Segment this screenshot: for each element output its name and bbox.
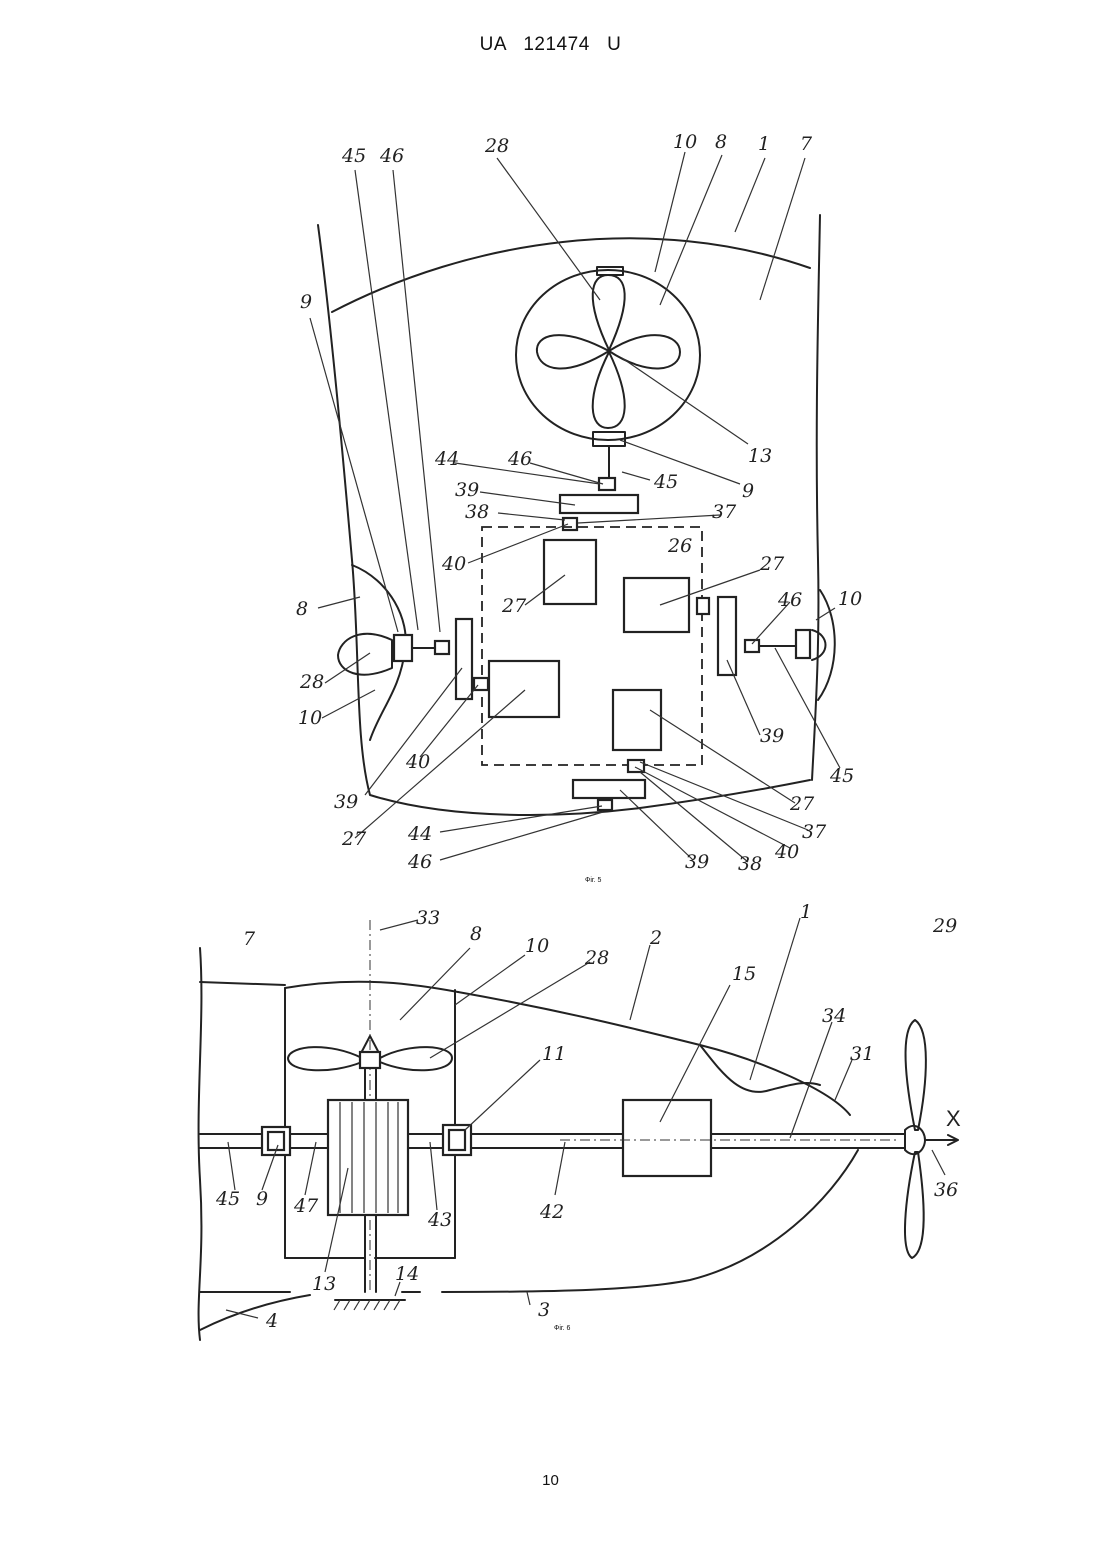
label-28: 28 (484, 135, 509, 157)
label-3: 3 (538, 1299, 550, 1321)
label-10: 10 (525, 935, 549, 957)
figure-6-caption: Фіг. 6 (554, 1325, 570, 1332)
label-45: 45 (829, 765, 854, 787)
label-9: 9 (300, 291, 312, 313)
figure-5-caption: Фіг. 5 (585, 877, 601, 884)
label-13: 13 (312, 1273, 336, 1295)
label-39: 39 (685, 851, 709, 873)
label-40: 40 (774, 841, 799, 863)
label-27: 27 (759, 553, 785, 575)
label-46: 46 (407, 851, 432, 873)
label-10: 10 (838, 588, 862, 610)
label-40: 40 (441, 553, 466, 575)
label-7: 7 (243, 928, 256, 950)
label-28: 28 (299, 671, 324, 693)
label-29: 29 (932, 915, 957, 937)
label-46: 46 (379, 145, 404, 167)
figure-6-drawing: 7 33 8 10 28 2 15 1 29 34 31 11 X 45 9 4… (199, 901, 961, 1340)
label-9: 9 (256, 1188, 268, 1210)
label-4: 4 (265, 1310, 278, 1332)
label-14: 14 (395, 1263, 419, 1285)
label-33: 33 (416, 907, 440, 929)
label-1: 1 (758, 133, 770, 155)
label-34: 34 (822, 1005, 846, 1027)
label-45: 45 (341, 145, 366, 167)
label-38: 38 (738, 853, 762, 875)
label-1: 1 (800, 901, 812, 923)
label-8: 8 (296, 598, 308, 620)
label-7: 7 (800, 133, 813, 155)
label-27: 27 (789, 793, 815, 815)
label-10: 10 (298, 707, 322, 729)
label-11: 11 (542, 1043, 566, 1065)
label-45: 45 (653, 471, 678, 493)
label-39: 39 (455, 479, 479, 501)
label-47: 47 (293, 1195, 319, 1217)
label-36: 36 (934, 1179, 958, 1201)
page-number: 10 (0, 1472, 1101, 1489)
axis-label-x: X (946, 1106, 961, 1131)
label-46: 46 (507, 448, 532, 470)
label-43: 43 (427, 1209, 452, 1231)
label-15: 15 (732, 963, 756, 985)
label-27: 27 (341, 828, 367, 850)
label-10: 10 (673, 131, 697, 153)
label-37: 37 (802, 821, 827, 843)
label-39: 39 (334, 791, 358, 813)
label-31: 31 (850, 1043, 874, 1065)
label-44: 44 (434, 448, 459, 470)
label-40: 40 (405, 751, 430, 773)
figure-5-drawing: 45 46 28 10 8 1 7 9 13 44 46 45 9 39 38 … (296, 131, 862, 875)
label-46: 46 (777, 589, 802, 611)
label-27: 27 (501, 595, 527, 617)
label-42: 42 (539, 1201, 564, 1223)
label-28: 28 (584, 947, 609, 969)
label-8: 8 (470, 923, 482, 945)
label-8: 8 (715, 131, 727, 153)
label-39: 39 (760, 725, 784, 747)
label-2: 2 (649, 927, 662, 949)
label-38: 38 (465, 501, 489, 523)
label-44: 44 (407, 823, 432, 845)
label-45: 45 (215, 1188, 240, 1210)
label-26: 26 (667, 535, 692, 557)
label-13: 13 (748, 445, 772, 467)
label-9: 9 (742, 480, 754, 502)
label-37: 37 (712, 501, 737, 523)
